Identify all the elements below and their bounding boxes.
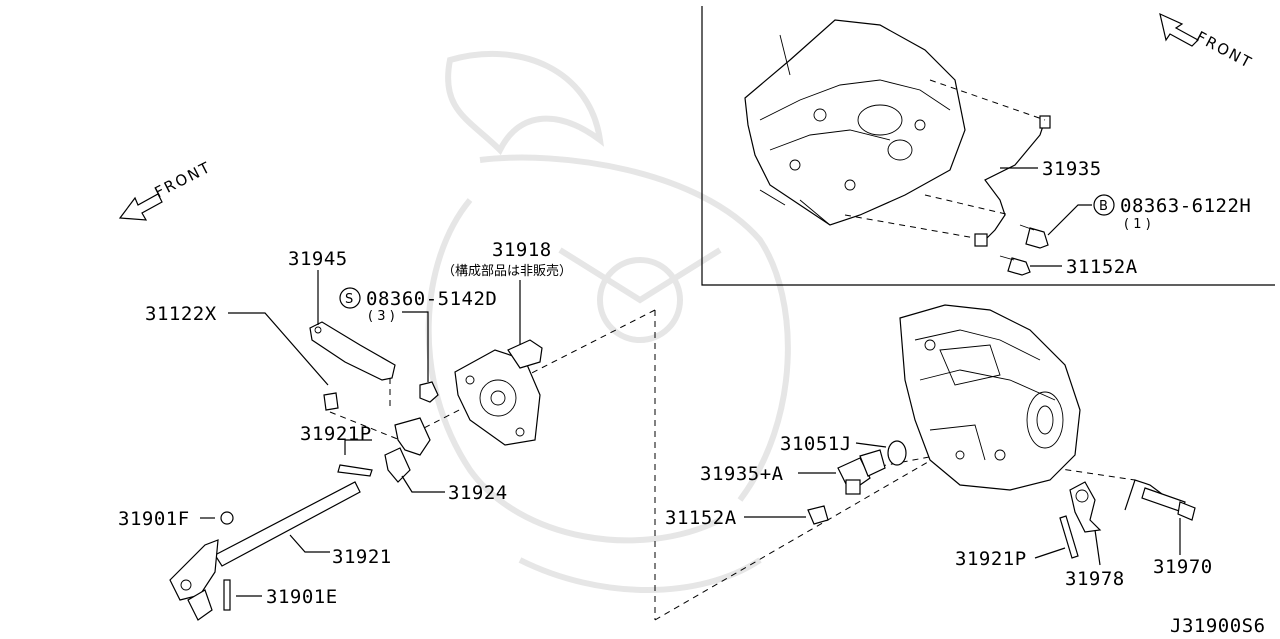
- label-31152a-right: 31152A: [665, 507, 737, 529]
- label-31918-note: （構成部品は非販売）: [442, 263, 572, 279]
- shaft-31921: [214, 481, 361, 567]
- label-31945: 31945: [288, 248, 348, 270]
- front-label-inset: FRONT: [1193, 28, 1256, 73]
- label-31935: 31935: [1042, 158, 1102, 180]
- diagram-code: J31900S6: [1170, 615, 1266, 637]
- transaxle-housing-right: [899, 304, 1081, 491]
- front-arrow-icon: [118, 193, 163, 221]
- label-08363-6122h: 08363-6122H: [1120, 195, 1251, 217]
- sensor-body-icon: [974, 233, 988, 247]
- front-label-left: FRONT: [152, 158, 215, 202]
- label-31935a: 31935+A: [700, 463, 784, 485]
- label-31122x: 31122X: [145, 303, 217, 325]
- front-arrow-icon: [1159, 12, 1199, 47]
- inset-frame: [701, 6, 1275, 286]
- watermark-emblem: [425, 50, 791, 593]
- bracket-31945: [309, 321, 396, 381]
- label-31901e: 31901E: [266, 586, 338, 608]
- pin-31901e-icon: [223, 579, 231, 611]
- label-31978: 31978: [1065, 568, 1125, 590]
- label-31924: 31924: [448, 482, 508, 504]
- s-symbol: S: [345, 292, 353, 307]
- label-31921p-left: 31921P: [300, 423, 372, 445]
- inset-bolt-b-icon: [1019, 224, 1049, 249]
- pin-31921p-right-icon: [1059, 515, 1079, 559]
- harness-connector-icon: [1039, 115, 1051, 129]
- label-31901f: 31901F: [118, 508, 190, 530]
- label-31918: 31918: [492, 239, 552, 261]
- label-08363-qty: ( 1 ): [1124, 217, 1151, 232]
- label-31051j: 31051J: [780, 433, 852, 455]
- sensor-31935a-icon: [837, 449, 886, 495]
- actuator-31918: [454, 339, 543, 446]
- inset-sensor-harness: [984, 119, 1046, 241]
- bolt-31122x-icon: [323, 392, 339, 411]
- b-symbol-circle: [1093, 194, 1115, 216]
- fork-31924: [394, 417, 431, 456]
- label-08360-5142d: 08360-5142D: [366, 288, 497, 310]
- bushing-31901f-icon: [220, 511, 234, 525]
- bracket-31978-icon: [1069, 481, 1102, 533]
- label-inset-31152a: 31152A: [1066, 256, 1138, 278]
- bolt-31152a-right-icon: [807, 505, 829, 525]
- bolt-08360-icon: [419, 381, 439, 403]
- inset-transaxle-housing: [744, 19, 966, 226]
- pin-31921p-left-icon: [337, 464, 373, 477]
- label-31921p-right: 31921P: [955, 548, 1027, 570]
- b-symbol: B: [1099, 199, 1108, 214]
- label-31921: 31921: [332, 546, 392, 568]
- label-31970: 31970: [1153, 556, 1213, 578]
- inset-bolt-31152a-icon: [999, 255, 1031, 276]
- oring-31051j-icon: [887, 440, 907, 466]
- cable-31970: [1124, 479, 1196, 521]
- s-symbol-circle: [339, 287, 361, 309]
- label-08360-qty: ( 3 ): [368, 309, 395, 324]
